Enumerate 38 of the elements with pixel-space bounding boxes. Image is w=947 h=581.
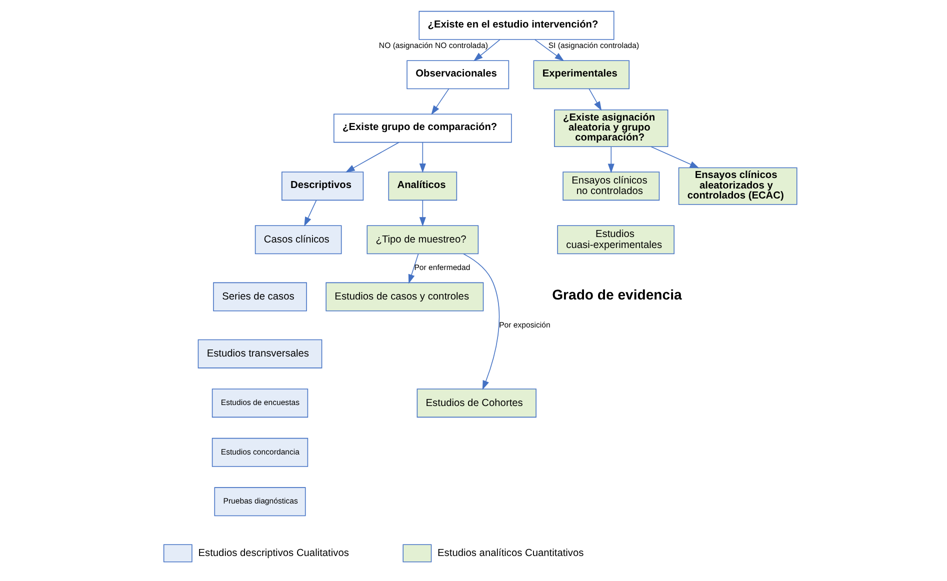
legend-label: Estudios descriptivos Cualitativos xyxy=(198,548,349,559)
edge-label: NO (asignación NO controlada) xyxy=(378,40,488,50)
edge-label: Por enfermedad xyxy=(414,263,470,272)
arrow xyxy=(419,142,426,173)
arrow xyxy=(408,254,419,284)
arrow xyxy=(345,142,400,172)
edge-label: Por exposición xyxy=(499,320,550,330)
node-box: Observacionales xyxy=(406,60,510,90)
node-box: Descriptivos xyxy=(282,172,364,201)
arrow xyxy=(608,146,614,174)
arrow xyxy=(650,146,700,168)
node-box: Ensayos clínicos aleatorizados y controlados (ECAC) xyxy=(678,167,798,205)
arrow xyxy=(473,39,500,62)
node-box: ¿Tipo de muestreo? xyxy=(366,225,479,254)
node-box: Estudios de encuestas xyxy=(212,388,308,418)
arrow xyxy=(304,200,317,226)
node-box: ¿Existe asignación aleatoria y grupo comparación? xyxy=(554,109,668,147)
node-box: Estudios concordancia xyxy=(212,438,308,467)
node-box: Analíticos xyxy=(388,172,458,201)
node-box: Experimentales xyxy=(533,60,630,90)
node-box: Series de casos xyxy=(213,282,307,312)
arrow xyxy=(431,88,450,115)
node-box: Estudios transversales xyxy=(198,339,322,368)
arrow xyxy=(463,254,500,390)
node-box: Estudios de casos y controles xyxy=(326,282,484,312)
label: Grado de evidencia xyxy=(552,286,682,302)
arrow xyxy=(534,39,564,62)
node-box: Estudios de Cohortes xyxy=(416,388,536,418)
node-box: Casos clínicos xyxy=(254,225,342,254)
node-box: Estudios cuasi-experimentales xyxy=(557,225,674,254)
node-box: Ensayos clínicos no controlados xyxy=(562,172,660,201)
arrow xyxy=(419,200,426,227)
edge-label: SI (asignación controlada) xyxy=(548,40,640,50)
node-box: Pruebas diagnósticas xyxy=(214,487,306,516)
arrow xyxy=(588,88,602,111)
node-box: ¿Existe en el estudio intervención? xyxy=(418,10,614,40)
node-box: ¿Existe grupo de comparación? xyxy=(334,114,512,143)
legend-label: Estudios analíticos Cuantitativos xyxy=(438,548,584,559)
